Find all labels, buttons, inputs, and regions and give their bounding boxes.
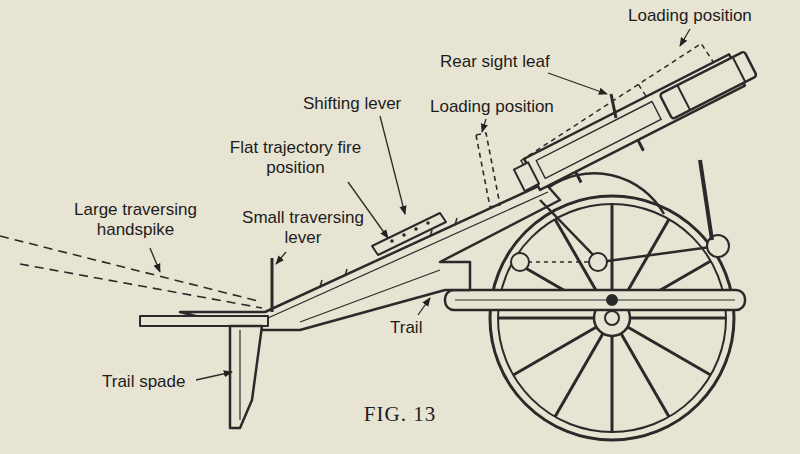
part-label: Shifting lever [303, 94, 401, 114]
part-label: Large traversing handspike [58, 200, 213, 241]
part-label: Loading position [628, 6, 752, 26]
part-label: Trail spade [102, 372, 185, 392]
part-label: Flat trajectory fire position [228, 138, 363, 179]
part-label: Loading position [430, 97, 554, 117]
part-label: Rear sight leaf [440, 52, 550, 72]
part-label: Small traversing lever [228, 208, 378, 249]
part-label: Trail [390, 318, 422, 338]
figure-caption: FIG. 13 [364, 402, 436, 427]
